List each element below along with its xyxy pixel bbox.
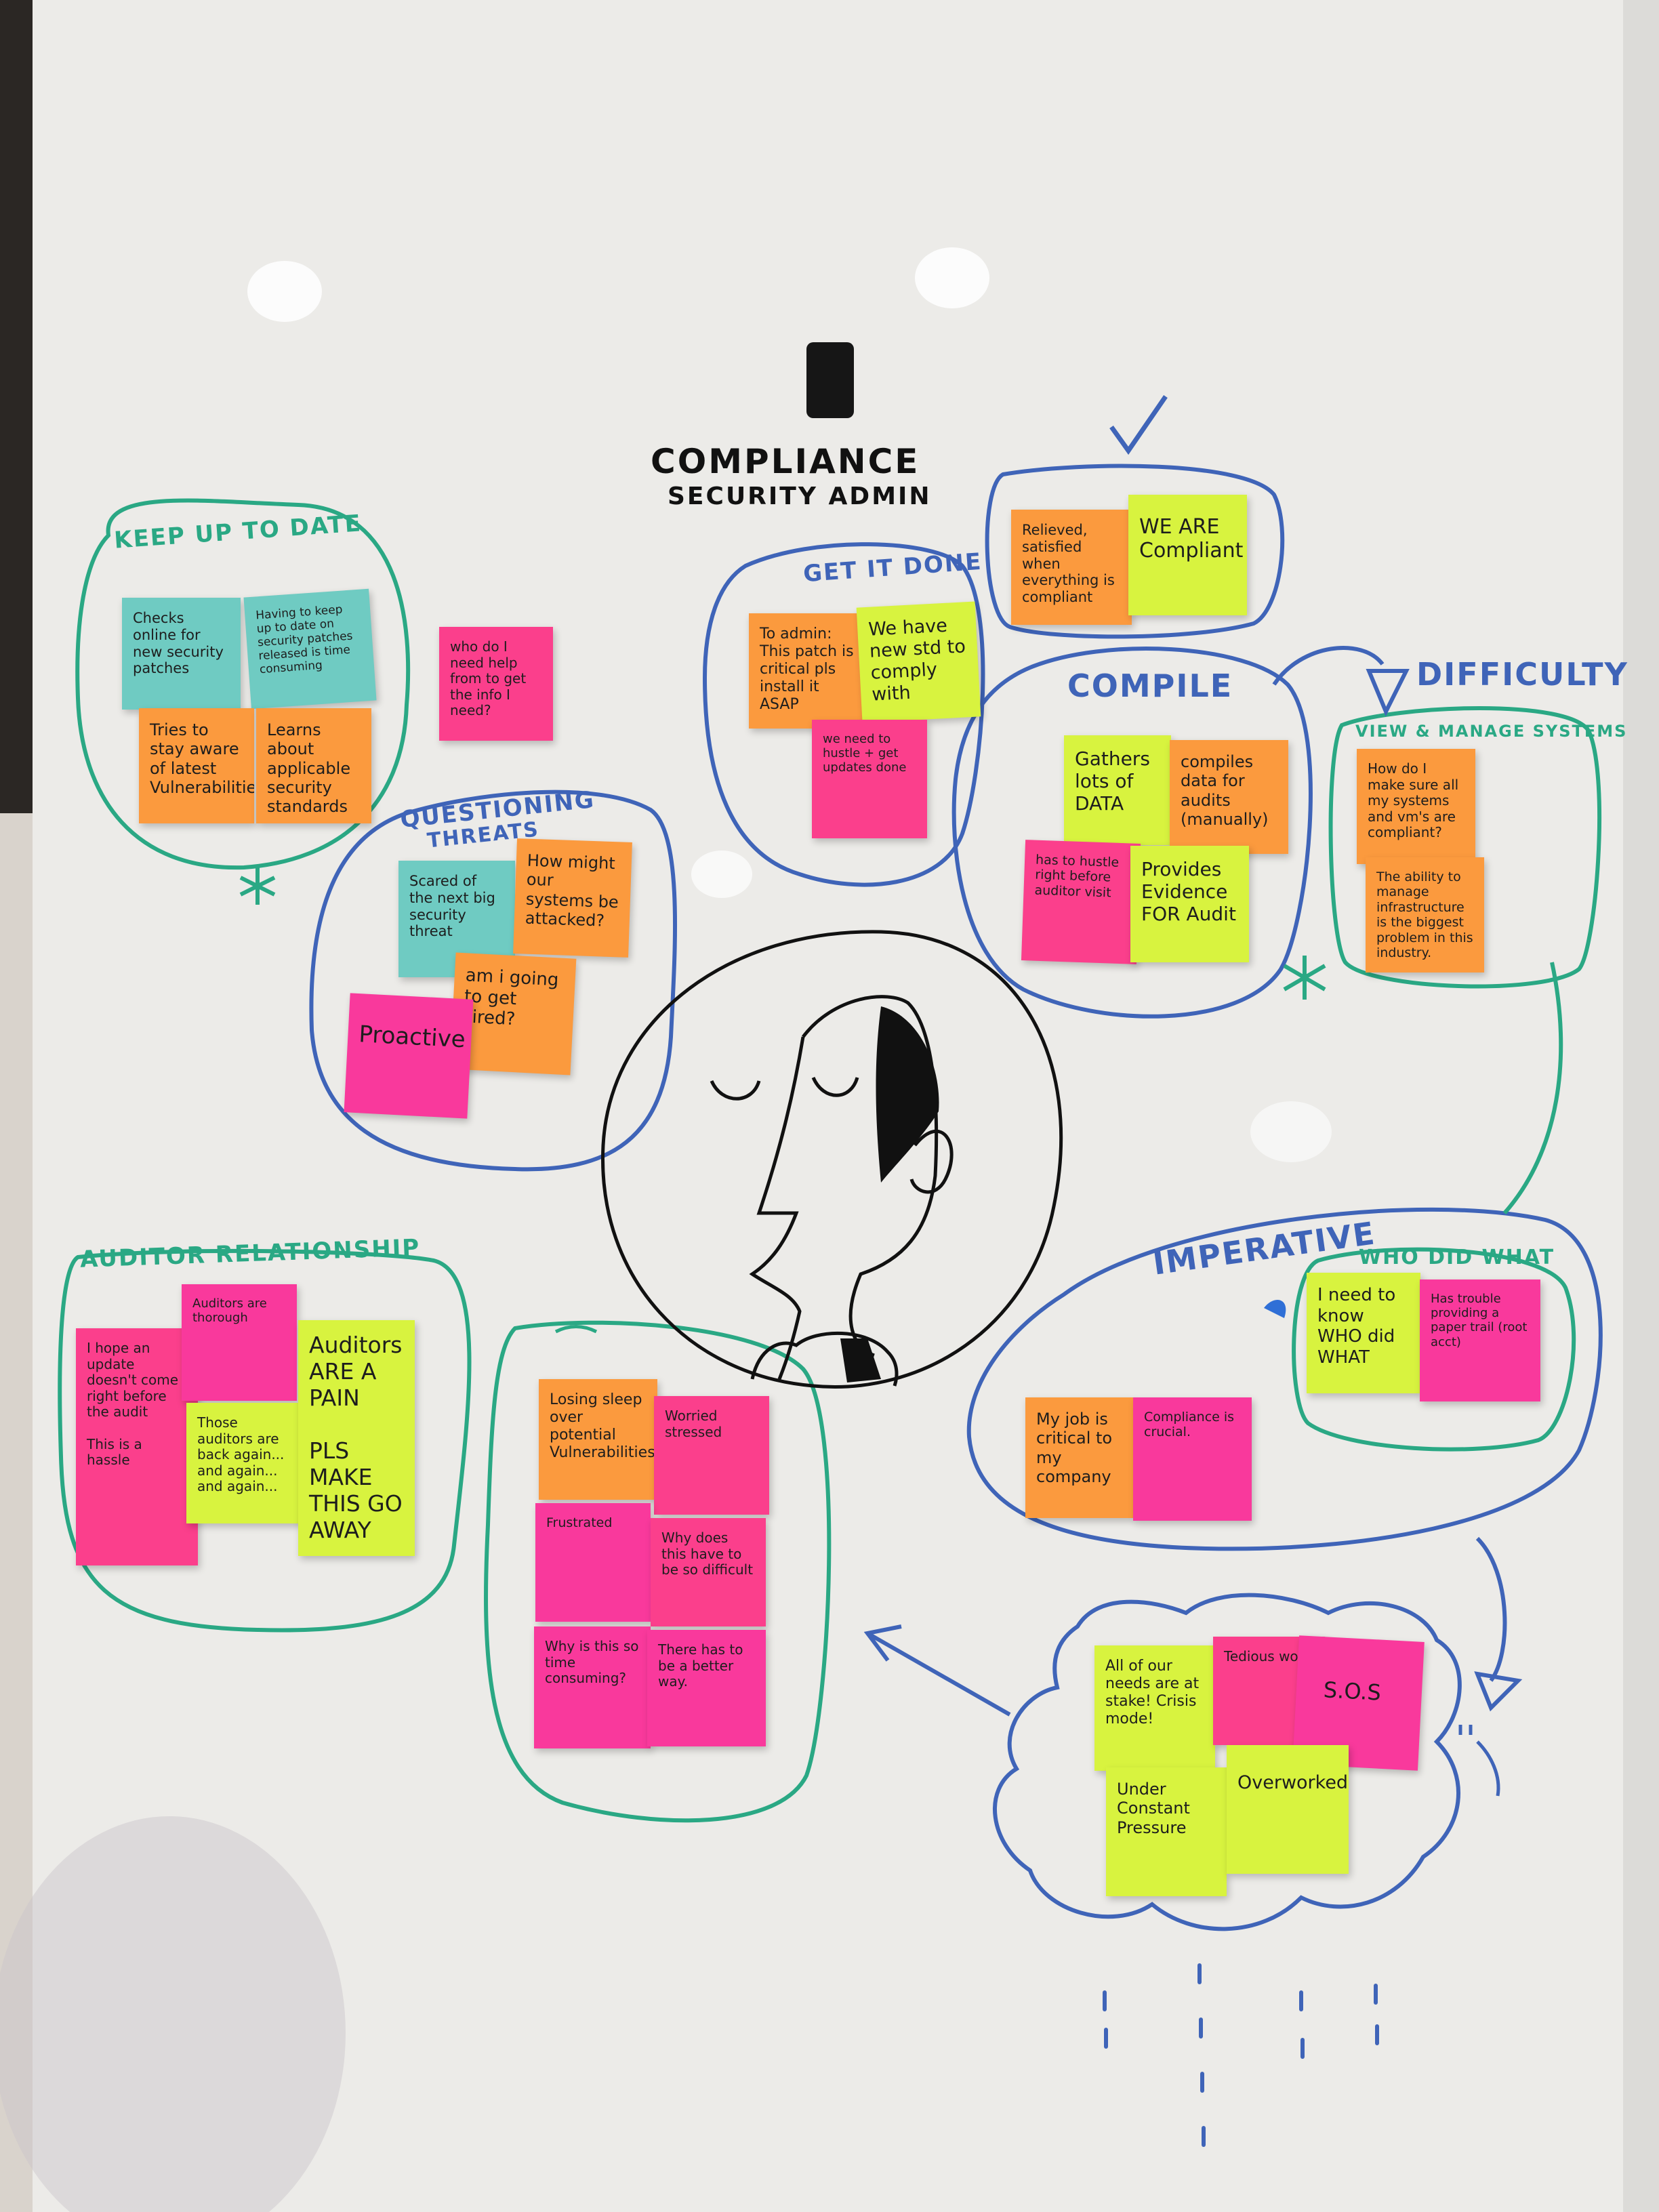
arrow-to-feelings — [866, 1631, 1011, 1717]
light-glare — [915, 247, 989, 308]
board-magnet — [806, 342, 854, 418]
sweat-mark — [1458, 1725, 1473, 1735]
sticky-note-compiles-data: compiles data for audits (manually) — [1170, 740, 1288, 854]
light-glare — [1250, 1101, 1332, 1162]
sticky-note-checks-online: Checks online for new security patches — [122, 598, 241, 710]
persona-closed-eye — [710, 1080, 761, 1101]
view-manage-outline — [1328, 706, 1602, 989]
persona-shirt — [840, 1338, 881, 1382]
sticky-note-frustrated: Frustrated — [535, 1503, 651, 1622]
light-glare — [691, 851, 752, 898]
persona-head-circle — [601, 930, 1063, 1389]
sticky-note-my-job-is-critical: My job is critical to my company — [1025, 1397, 1134, 1518]
sticky-note-learns-about-standards: Learns about applicable security standar… — [256, 708, 371, 823]
sticky-note-there-has-to-be-a-better-way: There has to be a better way. — [647, 1630, 766, 1746]
connector-line — [1475, 1536, 1507, 1682]
heading-difficulty: DIFFICULTY — [1416, 656, 1629, 693]
sticky-note-provides-evidence: Provides Evidence FOR Audit — [1130, 846, 1249, 962]
heading-compile: COMPILE — [1067, 668, 1233, 704]
persona-closed-eye — [811, 1076, 859, 1097]
sticky-note-we-need-to-hustle: we need to hustle + get updates done — [812, 720, 927, 838]
light-glare — [247, 261, 322, 322]
heading-who-did-what: WHO DID WHAT — [1359, 1246, 1555, 1269]
asterisk-icon — [1283, 956, 1326, 1000]
sticky-note-we-have-new-std: We have new std to comply with — [856, 601, 981, 723]
connector-line — [1502, 962, 1563, 1214]
sticky-note-why-is-this-so-time-consuming: Why is this so time consuming? — [534, 1626, 651, 1748]
compile-outline — [951, 647, 1313, 1019]
persona-head-back — [802, 995, 939, 1357]
sweat-mark — [1476, 1740, 1500, 1797]
sticky-note-ability-to-manage: The ability to manage infrastructure is … — [1366, 857, 1484, 972]
auditor-relationship-outline — [58, 1248, 472, 1633]
sad-face-mark — [554, 1325, 598, 1334]
sticky-note-those-auditors-again: Those auditors are back again... and aga… — [186, 1403, 302, 1523]
storm-cloud-outline — [993, 1593, 1462, 1931]
persona-face-profile — [749, 1036, 805, 1380]
sticky-note-proactive: Proactive — [344, 993, 474, 1119]
arrow-to-difficulty — [1272, 646, 1385, 686]
get-it-done-outline — [702, 542, 985, 887]
questioning-threats-outline — [309, 790, 677, 1172]
sticky-note-i-hope-an-update: I hope an update doesn't come right befo… — [76, 1328, 198, 1565]
heart-icon — [1264, 1300, 1286, 1318]
feelings-outline — [484, 1320, 832, 1823]
sticky-note-we-are-compliant: WE ARE Compliant — [1128, 495, 1247, 615]
arrow-head-icon — [1474, 1671, 1523, 1712]
persona-collar — [750, 1331, 899, 1387]
sticky-note-has-trouble-paper-trail: Has trouble providing a paper trail (roo… — [1420, 1279, 1540, 1401]
sticky-note-how-might-attacked: How might our systems be attacked? — [513, 838, 632, 958]
sticky-note-how-do-i-make-sure: How do I make sure all my systems and vm… — [1357, 749, 1475, 864]
reflection-shadow — [0, 1816, 346, 2212]
heading-view-manage-systems: VIEW & MANAGE SYSTEMS — [1355, 722, 1628, 741]
rain-drops — [1103, 1963, 1379, 2147]
sticky-note-who-do-i-need: who do I need help from to get the info … — [439, 627, 553, 741]
sticky-note-i-need-to-know: I need to know WHO did WHAT — [1307, 1273, 1420, 1393]
sticky-note-why-does-this: Why does this have to be so difficult — [651, 1518, 766, 1626]
sticky-note-worried-stressed: Worried stressed — [654, 1396, 769, 1515]
sticky-note-under-constant-pressure: Under Constant Pressure — [1106, 1767, 1227, 1896]
persona-title: COMPLIANCE — [651, 442, 920, 481]
sticky-note-compliance-crucial: Compliance is crucial. — [1133, 1397, 1252, 1521]
sticky-note-has-to-hustle: has to hustle right before auditor visit — [1021, 840, 1141, 964]
checkmark-icon — [1109, 395, 1168, 455]
sticky-note-overworked: Overworked — [1227, 1745, 1349, 1874]
persona-ear — [909, 1129, 954, 1194]
sticky-note-having-to-keep-up: Having to keep up to date on security pa… — [243, 588, 377, 710]
imperative-outline — [966, 1207, 1603, 1551]
board-right-edge — [1623, 0, 1659, 2212]
persona-hair — [876, 1006, 939, 1183]
persona-sketch — [601, 930, 1063, 1389]
sticky-note-losing-sleep: Losing sleep over potential Vulnerabilit… — [539, 1379, 657, 1500]
sticky-note-tries-to-stay-aware: Tries to stay aware of latest Vulnerabil… — [139, 708, 254, 823]
arrow-head-icon — [1366, 669, 1410, 717]
who-did-what-outline — [1292, 1247, 1576, 1452]
arrow-head-icon — [863, 1624, 902, 1662]
persona-subtitle: SECURITY ADMIN — [668, 483, 932, 510]
sticky-note-auditors-thorough: Auditors are thorough — [182, 1284, 297, 1401]
sticky-note-relieved-satisfied: Relieved, satisfied when everything is c… — [1011, 510, 1132, 625]
compliant-outline — [985, 464, 1285, 639]
sticky-note-all-of-our-needs: All of our needs are at stake! Crisis mo… — [1094, 1645, 1215, 1771]
asterisk-icon — [239, 867, 276, 905]
sticky-note-to-admin-patch: To admin: This patch is critical pls ins… — [749, 613, 865, 729]
keep-up-to-date-outline — [75, 498, 411, 870]
sticky-note-gathers-data: Gathers lots of DATA — [1064, 735, 1171, 845]
sticky-note-auditors-are-a-pain: Auditors ARE A PAIN PLS MAKE THIS GO AWA… — [298, 1320, 415, 1556]
